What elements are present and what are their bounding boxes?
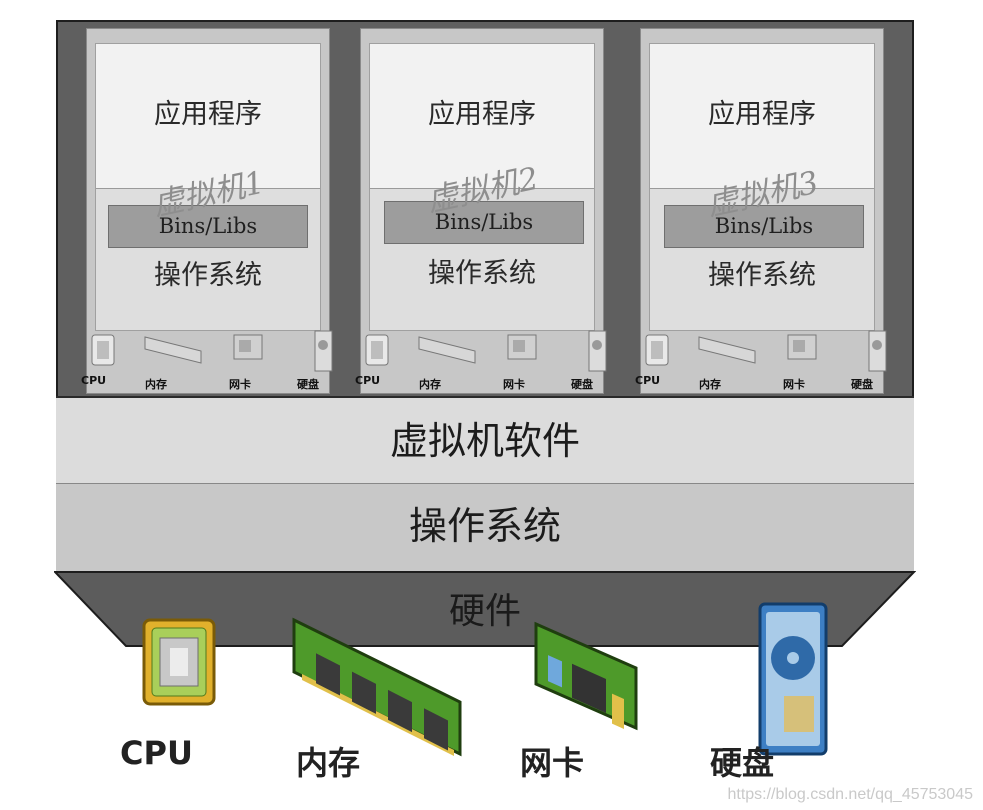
cpu-icon <box>91 334 115 366</box>
vm-libs-box: Bins/Libs <box>664 205 864 248</box>
vm-hw-mem-label: 内存 <box>699 378 721 391</box>
cpu-icon <box>365 334 389 366</box>
vm-stack-1: 应用程序 Bins/Libs 操作系统 虚拟机1 <box>95 43 321 331</box>
vm-hw-row-3: CPU 内存 网卡 硬盘 <box>635 329 887 393</box>
memory-icon <box>144 336 202 364</box>
vm-hw-cpu-label: CPU <box>635 374 661 387</box>
vm-stack-3: 应用程序 Bins/Libs 操作系统 虚拟机3 <box>649 43 875 331</box>
vm-hw-mem-label: 内存 <box>145 378 167 391</box>
vm-hw-nic-label: 网卡 <box>229 378 251 391</box>
vm-os-layer: Bins/Libs 操作系统 <box>650 188 874 330</box>
network-card-icon <box>534 621 638 731</box>
cpu-icon <box>142 618 216 706</box>
watermark: https://blog.csdn.net/qq_45753045 <box>727 786 973 803</box>
memory-label: 内存 <box>296 744 361 782</box>
vm-os-layer: Bins/Libs 操作系统 <box>96 188 320 330</box>
vm-hw-disk-label: 硬盘 <box>297 378 319 391</box>
hard-disk-icon <box>588 330 607 372</box>
vm-hw-disk-label: 硬盘 <box>851 378 873 391</box>
vm-box-3: 应用程序 Bins/Libs 操作系统 虚拟机3 CPU 内存 网卡 硬盘 <box>635 28 887 394</box>
vm-hw-disk-label: 硬盘 <box>571 378 593 391</box>
vm-hw-cpu-label: CPU <box>81 374 107 387</box>
vm-os-label: 操作系统 <box>428 258 536 289</box>
vm-hw-mem-label: 内存 <box>419 378 441 391</box>
vm-os-layer: Bins/Libs 操作系统 <box>370 188 594 330</box>
hard-disk-icon <box>314 330 333 372</box>
cpu-icon <box>645 334 669 366</box>
hardware-label: 硬件 <box>448 591 521 632</box>
hypervisor-layer: 虚拟机软件 <box>56 396 914 484</box>
hard-disk-label: 硬盘 <box>710 744 775 782</box>
memory-icon <box>698 336 756 364</box>
memory-icon <box>418 336 476 364</box>
vm-box-2: 应用程序 Bins/Libs 操作系统 虚拟机2 CPU 内存 网卡 硬盘 <box>355 28 607 394</box>
vm-os-label: 操作系统 <box>708 260 816 291</box>
cpu-label: CPU <box>120 734 193 772</box>
vm-hw-nic-label: 网卡 <box>503 378 525 391</box>
hardware-layer <box>54 571 916 647</box>
vm-app-label: 应用程序 <box>708 99 816 130</box>
vm-hw-cpu-label: CPU <box>355 374 381 387</box>
vm-hw-row-2: CPU 内存 网卡 硬盘 <box>355 329 607 393</box>
vm-app-label: 应用程序 <box>428 99 536 130</box>
vm-os-label: 操作系统 <box>154 260 262 291</box>
vm-libs-box: Bins/Libs <box>384 201 584 244</box>
vm-hw-nic-label: 网卡 <box>783 378 805 391</box>
network-card-icon <box>787 334 817 360</box>
network-card-label: 网卡 <box>520 744 585 782</box>
vm-hw-row-1: CPU 内存 网卡 硬盘 <box>81 329 333 393</box>
hard-disk-icon <box>868 330 887 372</box>
vm-stack-2: 应用程序 Bins/Libs 操作系统 虚拟机2 <box>369 43 595 331</box>
network-card-icon <box>233 334 263 360</box>
network-card-icon <box>507 334 537 360</box>
memory-icon <box>292 617 462 757</box>
vm-app-label: 应用程序 <box>154 99 262 130</box>
host-os-layer: 操作系统 <box>56 484 914 572</box>
vm-libs-box: Bins/Libs <box>108 205 308 248</box>
vm-box-1: 应用程序 Bins/Libs 操作系统 虚拟机1 CPU 内存 网卡 硬盘 <box>81 28 333 394</box>
hard-disk-icon <box>758 602 828 756</box>
